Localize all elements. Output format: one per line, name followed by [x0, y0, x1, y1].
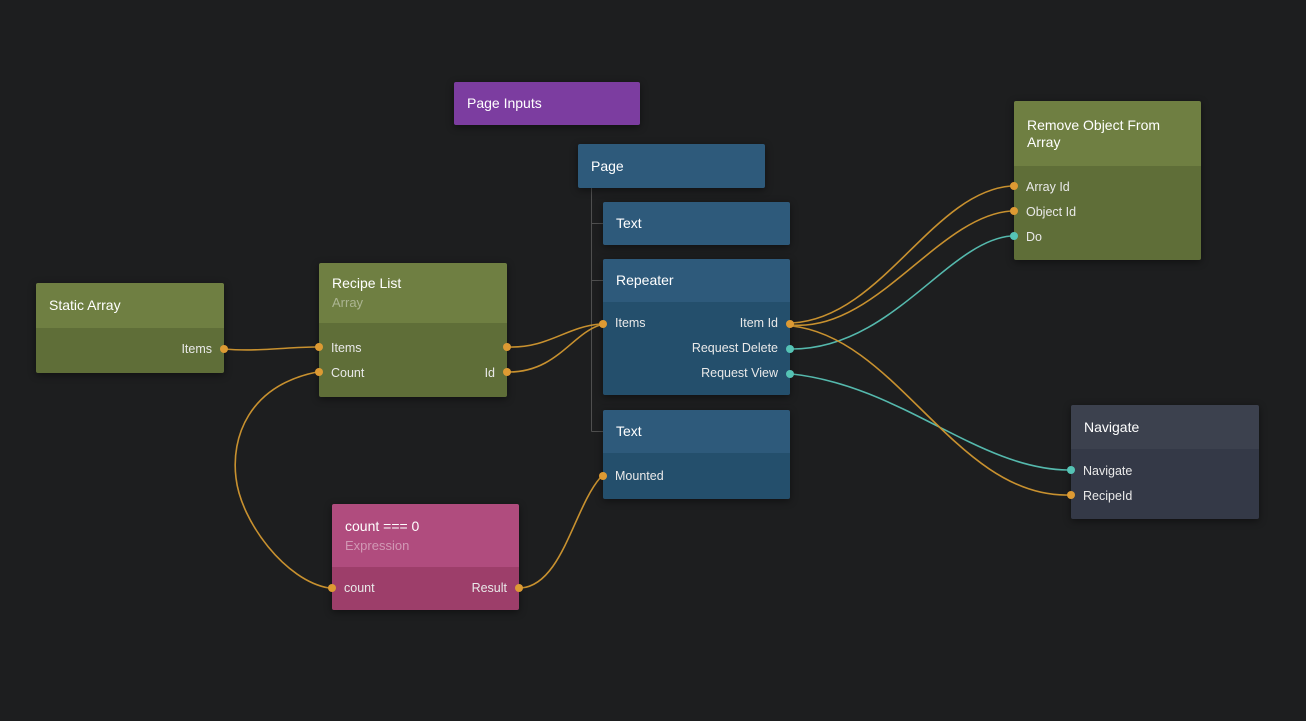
connection-repeater-requestview-to-navigate-navigate[interactable] [792, 374, 1068, 470]
connection-staticarray-items-to-recipelist-items[interactable] [224, 347, 315, 350]
port-row: Request Delete [603, 335, 790, 360]
node-header: Recipe List Array [319, 263, 507, 323]
node-title: Page Inputs [467, 95, 627, 112]
node-static-array[interactable]: Static Array Items [36, 283, 224, 373]
port-label-items: Items [331, 341, 362, 355]
port-row: Items [319, 335, 507, 360]
port-label-result: Result [472, 581, 507, 595]
port-label-count: count [344, 581, 375, 595]
port-label-mounted: Mounted [615, 469, 664, 483]
port-label-count: Count [331, 366, 364, 380]
node-title: Remove Object From Array [1027, 117, 1188, 151]
node-navigate[interactable]: Navigate Navigate RecipeId [1071, 405, 1259, 519]
port-row: count Result [332, 575, 519, 600]
connection-repeater-requestdelete-to-removeobject-do[interactable] [792, 236, 1011, 349]
node-header: Remove Object From Array [1014, 101, 1201, 166]
port-label-id: Id [485, 366, 495, 380]
node-title: Static Array [49, 297, 211, 314]
node-header: Page Inputs [454, 82, 640, 125]
node-header: count === 0 Expression [332, 504, 519, 567]
connection-recipelist-items-to-repeater-items[interactable] [509, 324, 600, 347]
node-page-inputs[interactable]: Page Inputs [454, 82, 640, 125]
node-subtitle: Array [332, 294, 494, 311]
node-subtitle: Expression [345, 537, 506, 554]
port-row: Mounted [603, 463, 790, 488]
port-label-request-delete: Request Delete [692, 341, 778, 355]
port-row: Navigate [1071, 458, 1259, 483]
node-repeater[interactable]: Repeater Items Item Id Request Delete Re… [603, 259, 790, 395]
port-label-navigate: Navigate [1083, 464, 1132, 478]
node-page[interactable]: Page [578, 144, 765, 188]
port-row: Request View [603, 360, 790, 385]
node-title: Text [616, 215, 777, 232]
node-expression[interactable]: count === 0 Expression count Result [332, 504, 519, 610]
port-label-recipe-id: RecipeId [1083, 489, 1132, 503]
node-text-bottom[interactable]: Text Mounted [603, 410, 790, 499]
connection-repeater-itemid-to-removeobject-objectid[interactable] [792, 211, 1011, 325]
connection-repeater-itemid-to-navigate-recipeid[interactable] [792, 326, 1068, 495]
port-label-items: Items [615, 316, 646, 330]
node-header: Text [603, 202, 790, 245]
port-label-do: Do [1026, 230, 1042, 244]
connection-recipelist-id-to-repeater-items[interactable] [509, 325, 600, 372]
node-header: Repeater [603, 259, 790, 302]
node-remove-object-from-array[interactable]: Remove Object From Array Array Id Object… [1014, 101, 1201, 260]
node-header: Static Array [36, 283, 224, 328]
port-row: Count Id [319, 360, 507, 385]
port-row: RecipeId [1071, 483, 1259, 508]
port-row: Do [1014, 224, 1201, 249]
connection-repeater-itemid-to-removeobject-arrayid[interactable] [792, 186, 1011, 323]
node-title: Recipe List [332, 275, 494, 292]
node-text-top[interactable]: Text [603, 202, 790, 245]
port-label-array-id: Array Id [1026, 180, 1070, 194]
node-title: Text [616, 423, 777, 440]
port-label-items: Items [181, 342, 212, 356]
port-row: Items [36, 336, 224, 361]
hierarchy-line-page-children [592, 188, 604, 432]
node-title: Repeater [616, 272, 777, 289]
port-row: Items Item Id [603, 310, 790, 335]
node-title: Navigate [1084, 419, 1246, 436]
node-header: Page [578, 144, 765, 188]
node-title: Page [591, 158, 752, 175]
port-row: Array Id [1014, 174, 1201, 199]
node-header: Navigate [1071, 405, 1259, 449]
connection-recipelist-count-to-expression-count[interactable] [235, 372, 329, 588]
node-recipe-list[interactable]: Recipe List Array Items Count Id [319, 263, 507, 397]
connection-expression-result-to-text-mounted[interactable] [521, 478, 600, 588]
node-title: count === 0 [345, 518, 506, 535]
port-label-item-id: Item Id [740, 316, 778, 330]
port-label-object-id: Object Id [1026, 205, 1076, 219]
port-row: Object Id [1014, 199, 1201, 224]
port-label-request-view: Request View [701, 366, 778, 380]
node-header: Text [603, 410, 790, 453]
